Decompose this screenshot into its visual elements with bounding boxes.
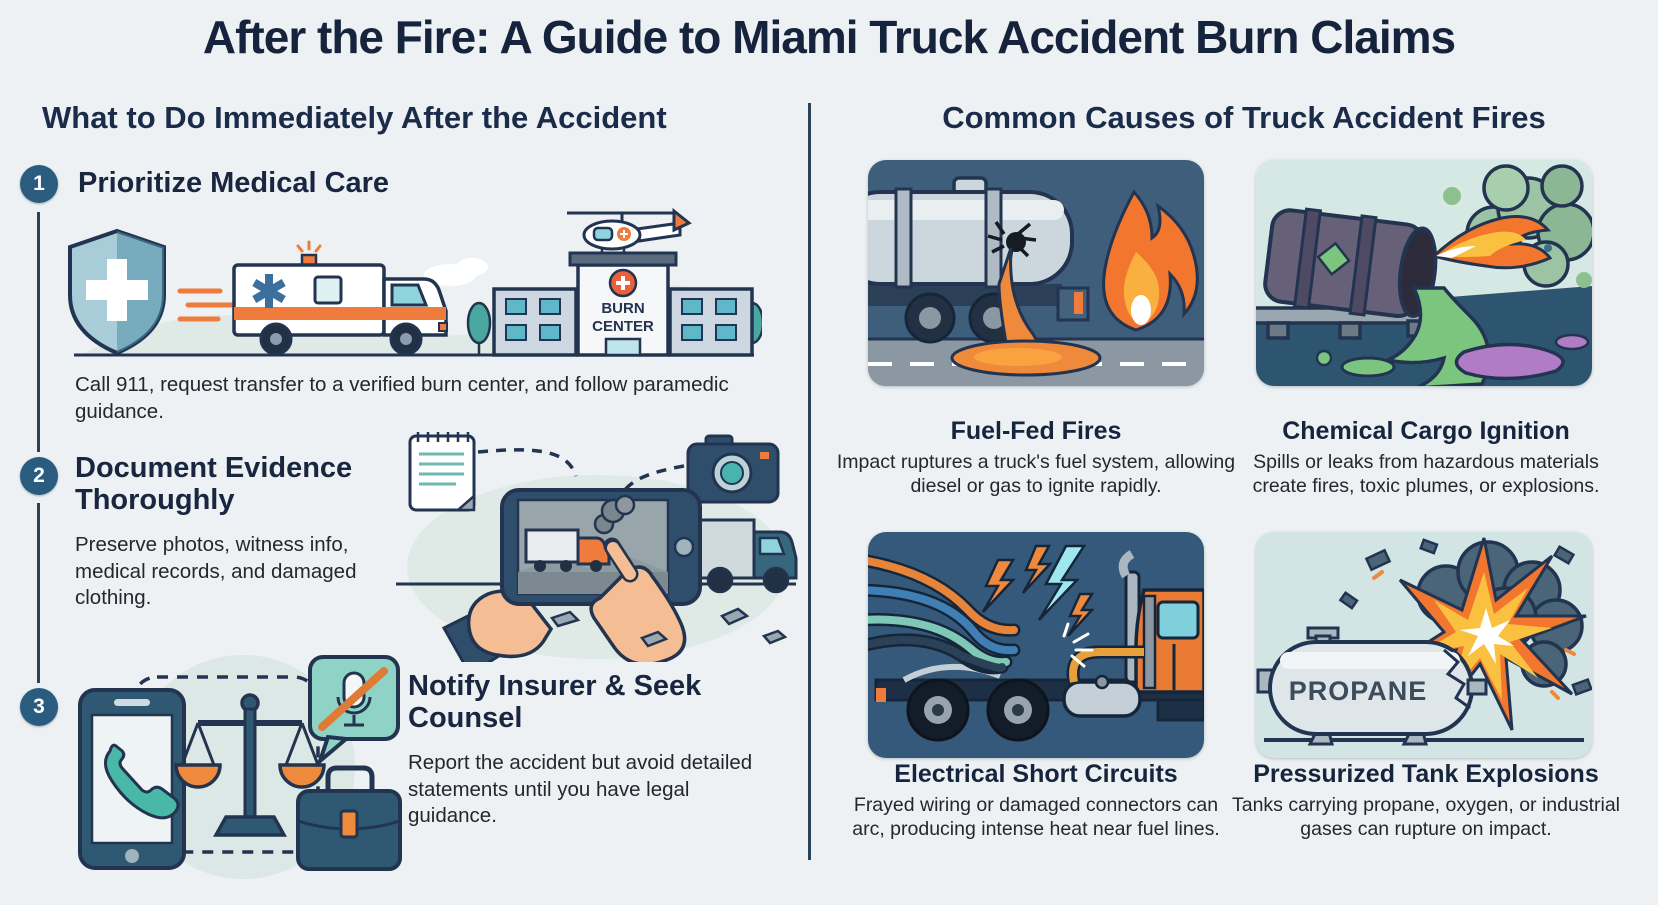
cause-title-fuel-fed-fires: Fuel-Fed Fires: [950, 417, 1122, 445]
burn-center-sign-line1: BURN: [601, 300, 644, 317]
cause-description-tank-explosions: Tanks carrying propane, oxygen, or indus…: [1231, 794, 1621, 841]
electrical-short-illustration: [868, 532, 1204, 758]
notify-insurer-illustration: [78, 655, 402, 879]
cause-title-electrical-shorts: Electrical Short Circuits: [894, 760, 1178, 788]
medevac-helicopter-icon: [567, 207, 692, 255]
step-3-title: Notify Insurer & Seek Counsel: [408, 670, 702, 735]
debris: [549, 607, 788, 648]
cause-image-electrical-shorts: [868, 532, 1204, 758]
tanker-fuel-leak-illustration: [868, 160, 1204, 386]
infographic-title: After the Fire: A Guide to Miami Truck A…: [202, 11, 1456, 63]
building-windows: [505, 298, 737, 341]
building-door: [604, 337, 642, 357]
truck-chassis: [874, 550, 1204, 742]
cause-image-tank-explosions: PROPANE: [1256, 532, 1592, 758]
spark-speckles: [1372, 570, 1576, 700]
dashed-connector: [477, 448, 578, 477]
spark-flash: [1062, 622, 1094, 668]
burn-center-sign-line2: CENTER: [592, 318, 654, 335]
step-1-title: Prioritize Medical Care: [78, 167, 390, 199]
cause-title-tank-explosions: Pressurized Tank Explosions: [1253, 760, 1599, 788]
cause-description-electrical-shorts: Frayed wiring or damaged connectors can …: [852, 794, 1220, 841]
no-statement-bubble-icon: [308, 655, 400, 768]
speed-lines: [177, 288, 235, 322]
step-3-number-badge: 3: [20, 688, 58, 726]
star-of-life-icon: [252, 274, 286, 308]
step-2-description: Preserve photos, witness info, medical r…: [75, 533, 357, 610]
explosion-starburst: [1383, 537, 1587, 731]
step-1-number-badge: 1: [20, 165, 58, 203]
crack-lines: [1443, 648, 1471, 710]
toxic-smoke-cloud: [1443, 164, 1592, 288]
right-column-heading: Common Causes of Truck Accident Fires: [942, 100, 1546, 135]
propane-explosion-illustration: PROPANE: [1256, 532, 1592, 758]
column-divider: [808, 103, 811, 860]
medical-care-illustration: BURN CENTER: [68, 207, 762, 357]
propane-tank-icon: PROPANE: [1256, 626, 1488, 746]
briefcase-icon: [296, 765, 402, 871]
cause-description-fuel-fed-fires: Impact ruptures a truck's fuel system, a…: [836, 451, 1236, 498]
propane-label: PROPANE: [1289, 676, 1428, 706]
smartphone-icon: [500, 488, 702, 606]
chemical-barrel-icon: [1263, 207, 1438, 319]
step-3-description: Report the accident but avoid detailed s…: [408, 751, 753, 828]
dashed-connector: [131, 675, 320, 854]
slash-mark: [318, 667, 388, 731]
pointing-hand: [589, 537, 687, 662]
document-evidence-illustration: [396, 432, 798, 662]
medical-shield-icon: [68, 228, 166, 356]
phone-handset-icon: [104, 743, 180, 820]
step-2-number-badge: 2: [20, 457, 58, 495]
left-column-heading: What to Do Immediately After the Acciden…: [42, 100, 667, 135]
cause-title-chemical-cargo: Chemical Cargo Ignition: [1282, 417, 1570, 445]
cause-description-chemical-cargo: Spills or leaks from hazardous materials…: [1252, 451, 1600, 498]
purple-chemical-spill: [1454, 342, 1565, 381]
chemical-spill-illustration: [1256, 160, 1592, 386]
scales-of-justice-icon: [174, 693, 326, 837]
notepad-icon: [408, 432, 476, 512]
cause-image-chemical-cargo: [1256, 160, 1592, 386]
flame-icon: [1431, 215, 1553, 270]
timeline-segment-1: [37, 212, 40, 452]
call-phone-icon: [78, 688, 186, 870]
spark-bolts: [981, 544, 1095, 637]
burn-center-building: BURN CENTER: [492, 251, 754, 357]
dashed-connector: [620, 464, 685, 495]
flame-icon: [1102, 189, 1199, 332]
ambulance-icon: [232, 240, 448, 356]
camera-icon: [686, 434, 780, 504]
step-1-description: Call 911, request transfer to a verified…: [75, 373, 729, 423]
fuel-leak: [950, 221, 1102, 377]
hazard-diamond: [1316, 241, 1351, 277]
cause-image-fuel-fed-fires: [868, 160, 1204, 386]
step-2-title: Document Evidence Thoroughly: [75, 452, 353, 517]
timeline-segment-2: [37, 503, 40, 683]
